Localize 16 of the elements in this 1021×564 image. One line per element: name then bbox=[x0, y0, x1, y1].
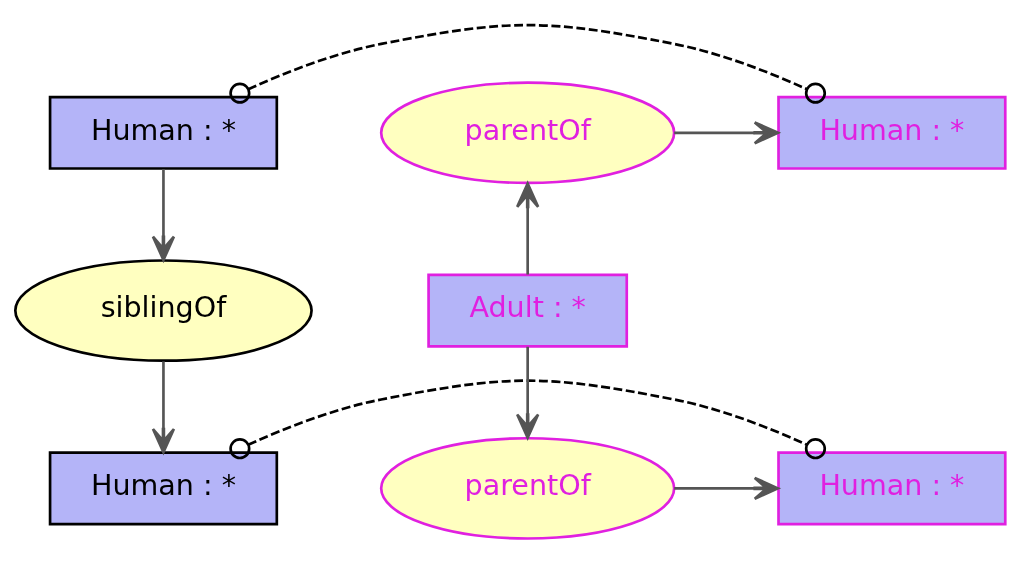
arrow bbox=[674, 476, 780, 501]
connector bbox=[229, 23, 827, 104]
node-box: Human : * bbox=[48, 451, 279, 526]
node-box: Adult : * bbox=[427, 273, 629, 348]
arrow bbox=[151, 169, 176, 262]
node-ellipse: siblingOf bbox=[14, 259, 313, 363]
arrow bbox=[515, 346, 540, 440]
arrow bbox=[151, 361, 176, 454]
node-box: Human : * bbox=[777, 451, 1007, 526]
arrow bbox=[674, 121, 780, 145]
arrow bbox=[515, 182, 540, 275]
node-box: Human : * bbox=[48, 95, 279, 170]
node-ellipse: parentOf bbox=[379, 436, 676, 540]
node-ellipse: parentOf bbox=[379, 81, 676, 185]
connector bbox=[229, 379, 827, 460]
node-box: Human : * bbox=[777, 95, 1007, 170]
